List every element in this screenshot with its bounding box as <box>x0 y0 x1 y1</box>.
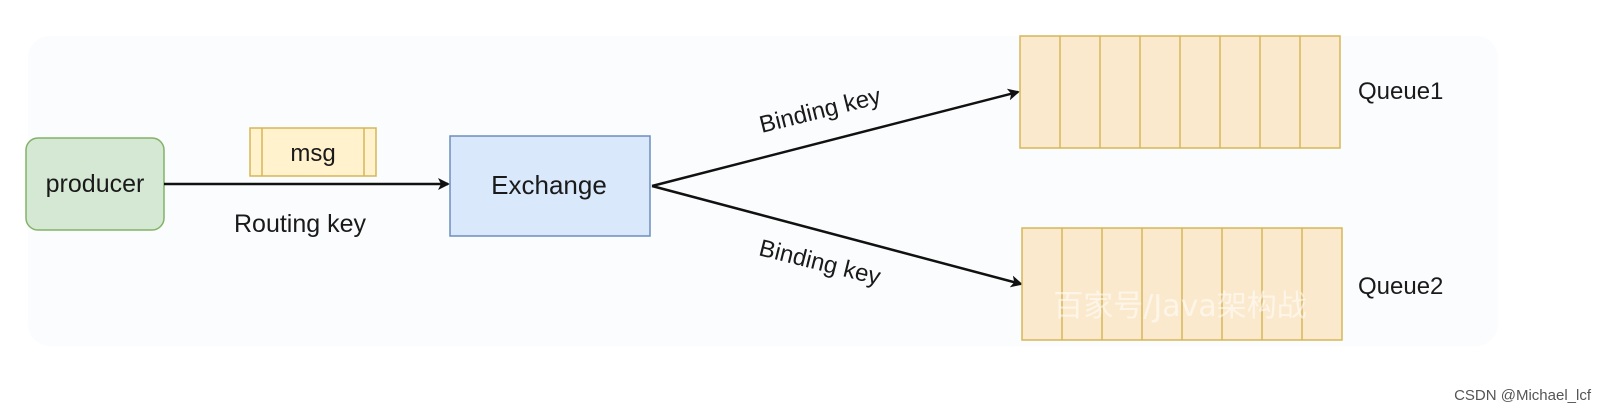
exchange-box <box>449 135 651 237</box>
message-box <box>249 127 377 177</box>
exchange-node: Exchange <box>449 135 651 237</box>
csdn-watermark: CSDN @Michael_lcf <box>1454 387 1591 404</box>
queue1-label: Queue1 <box>1358 78 1443 105</box>
queue1-node: Queue1 <box>1019 35 1443 149</box>
message-node: msg <box>249 127 377 177</box>
exchange-to-queue2-arrow <box>651 184 1023 288</box>
queue2-label: Queue2 <box>1358 273 1443 300</box>
queue2-node: Queue2 <box>1021 227 1443 341</box>
message-label: msg <box>290 140 335 167</box>
producer-node: producer <box>25 137 165 231</box>
producer-label: producer <box>46 170 145 198</box>
exchange-to-queue1-arrow <box>651 88 1020 188</box>
overlay-watermark: 百家号/Java架构战 <box>1053 289 1306 324</box>
exchange-label: Exchange <box>491 170 607 200</box>
routing-key-label: Routing key <box>234 210 367 238</box>
